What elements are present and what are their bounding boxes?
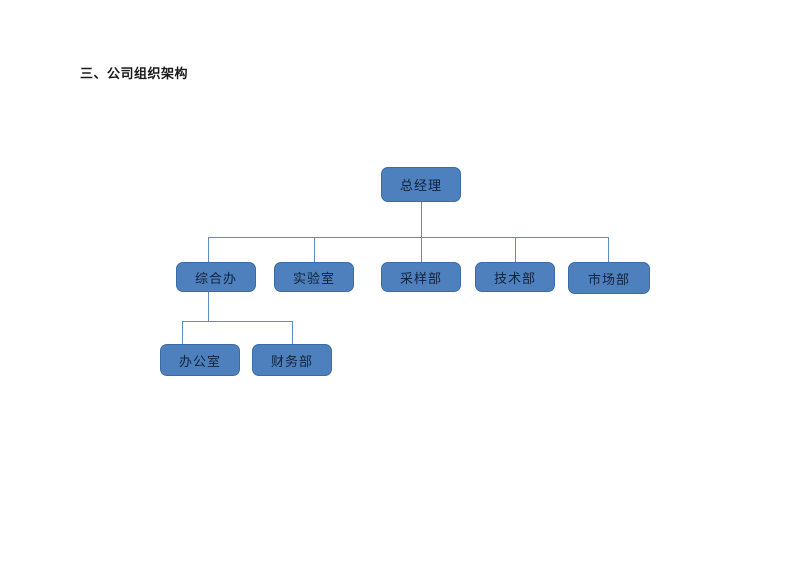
org-node-marketing[interactable]: 市场部: [568, 262, 650, 294]
org-node-general-affairs[interactable]: 综合办: [176, 262, 256, 292]
connector-drop-finance: [292, 321, 293, 344]
page-heading: 三、公司组织架构: [80, 66, 189, 81]
connector-drop-sampling: [421, 237, 422, 262]
connector-drop-technical: [515, 237, 516, 262]
org-node-sampling[interactable]: 采样部: [381, 262, 461, 292]
connector-gm-down: [421, 202, 422, 237]
connector-drop-marketing: [608, 237, 609, 262]
connector-drop-laboratory: [314, 237, 315, 262]
org-node-laboratory[interactable]: 实验室: [274, 262, 354, 292]
org-node-office[interactable]: 办公室: [160, 344, 240, 376]
connector-level2-bus: [208, 237, 609, 238]
connector-drop-general-affairs: [208, 237, 209, 262]
connector-level3-bus: [182, 321, 292, 322]
org-node-gm[interactable]: 总经理: [381, 167, 461, 202]
connector-general-affairs-down: [208, 292, 209, 321]
org-node-technical[interactable]: 技术部: [475, 262, 555, 292]
connector-drop-office: [182, 321, 183, 344]
org-node-finance[interactable]: 财务部: [252, 344, 332, 376]
